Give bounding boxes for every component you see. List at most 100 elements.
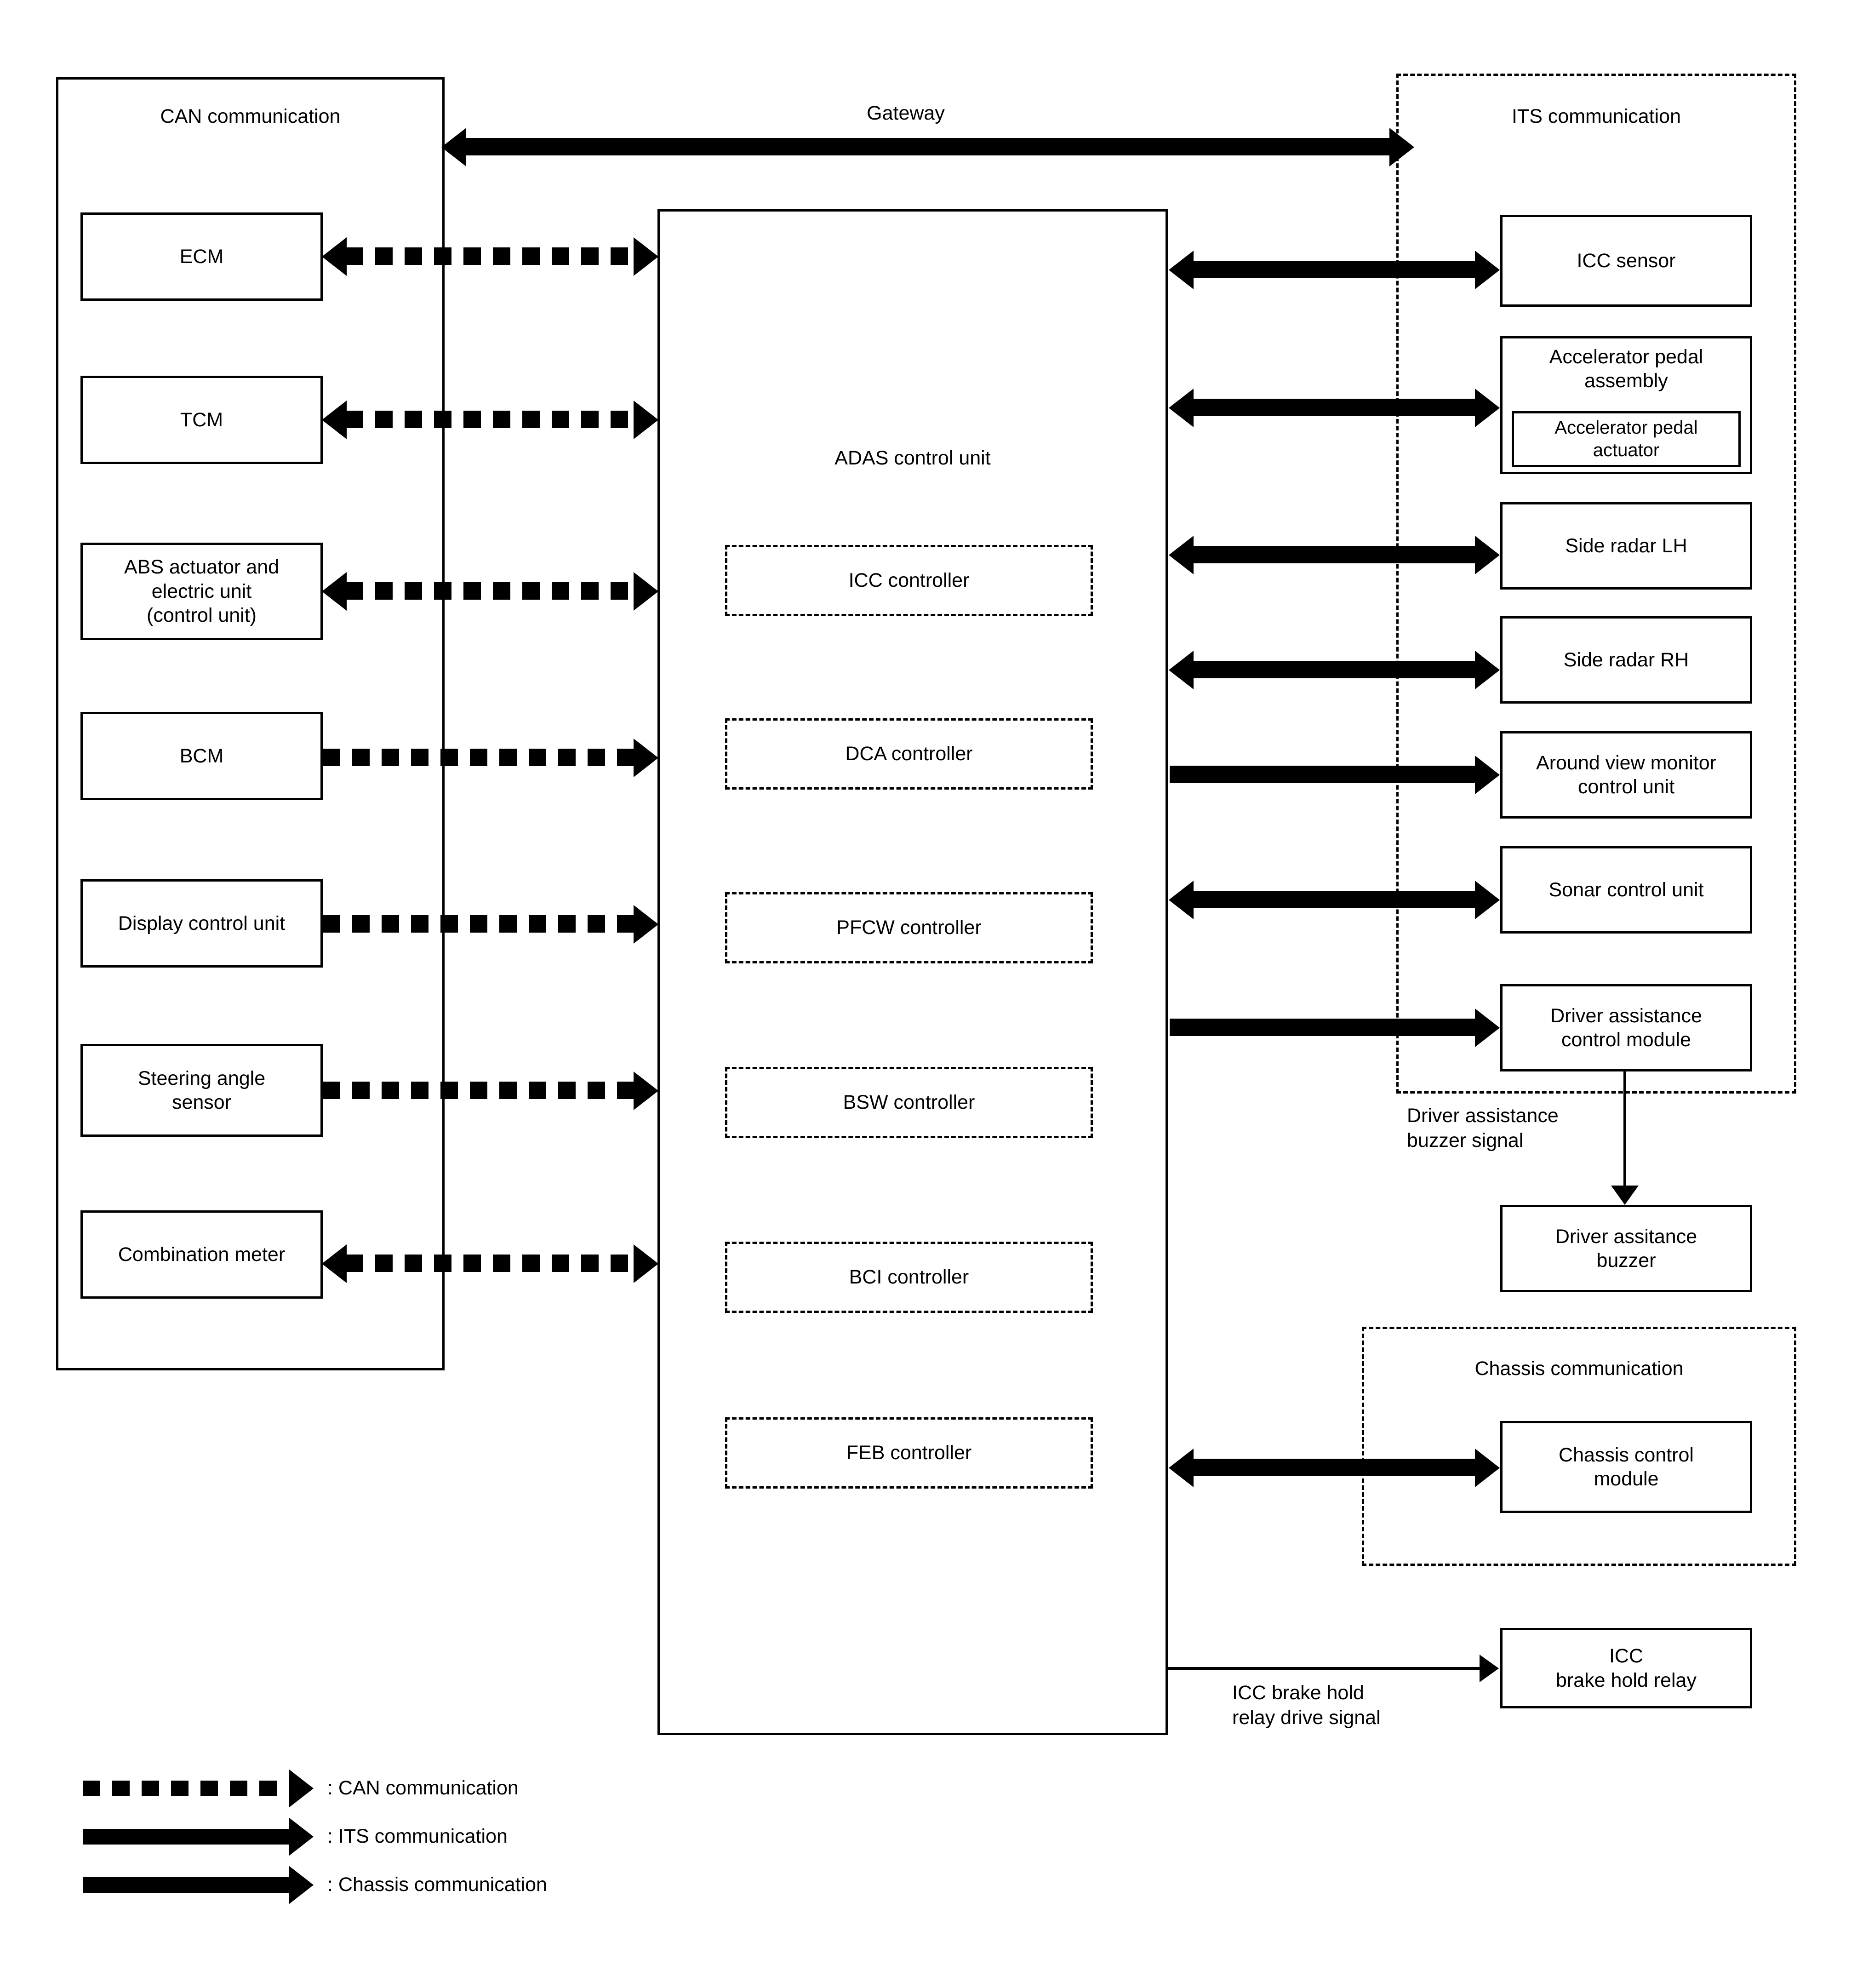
legend-can-arrow-head [289,1769,314,1808]
its-arrow-sonar-head-left [1169,881,1194,919]
node-accelerator-pedal-actuator-label: Accelerator pedal actuator [1554,418,1698,460]
its-arrow-icc-sensor-shaft [1193,261,1476,278]
node-steering-angle-sensor: Steering angle sensor [80,1044,323,1137]
icc-relay-signal-line [1168,1667,1480,1670]
its-communication-panel-label: ITS communication [1511,105,1681,127]
node-around-view-monitor: Around view monitor control unit [1500,731,1752,819]
node-chassis-control-module: Chassis control module [1500,1421,1752,1513]
pfcw-controller-label: PFCW controller [836,917,982,939]
can-arrow-bcm-shaft [323,749,640,766]
legend-chassis-label: : Chassis communication [327,1873,547,1896]
buzzer-signal-label: Driver assistance buzzer signal [1407,1105,1559,1152]
can-arrow-meter-head-right [634,1244,658,1283]
node-driver-assistance-buzzer: Driver assitance buzzer [1500,1205,1752,1292]
can-arrow-bcm-head-right [634,739,658,777]
gateway-arrow-head-right [1389,128,1414,166]
legend-its-arrow-head [289,1817,314,1856]
can-arrow-display-shaft [323,915,640,933]
its-arrow-sonar-shaft [1193,891,1476,908]
its-arrow-driver-assistance-shaft [1170,1019,1476,1036]
buzzer-signal-line [1623,1071,1626,1186]
can-communication-panel [56,77,445,1370]
node-bcm-label: BCM [179,745,224,767]
can-arrow-ecm-head-right [634,237,658,276]
chassis-arrow-shaft [1193,1459,1476,1476]
node-tcm: TCM [80,376,323,464]
gateway-label: Gateway [867,102,945,124]
its-arrow-side-radar-rh-head-left [1169,651,1194,689]
node-abs-actuator: ABS actuator and electric unit (control … [80,543,323,640]
buzzer-signal-arrow-head [1611,1186,1639,1205]
its-arrow-around-view-head-right [1475,756,1500,794]
its-arrow-sonar-head-right [1475,881,1500,919]
can-arrow-tcm-shaft [346,411,640,428]
node-side-radar-lh-label: Side radar LH [1565,534,1687,557]
legend-can-label: : CAN communication [327,1777,519,1799]
can-arrow-abs-shaft [346,582,640,600]
can-arrow-meter-head-left [322,1244,347,1283]
dca-controller-label: DCA controller [845,743,973,765]
feb-controller-label: FEB controller [846,1442,972,1464]
its-arrow-accel-pedal-head-right [1475,389,1500,427]
its-arrow-side-radar-lh-head-right [1475,536,1500,574]
can-arrow-tcm-head-left [322,401,347,439]
adas-control-unit-label: ADAS control unit [834,447,991,469]
legend-chassis-arrow-head [289,1866,314,1904]
node-steering-angle-sensor-label: Steering angle sensor [137,1067,266,1113]
node-driver-assistance-buzzer-label: Driver assitance buzzer [1555,1225,1697,1272]
node-sonar-control-unit: Sonar control unit [1500,846,1752,934]
adas-control-unit-box [657,209,1168,1735]
chassis-arrow-head-left [1169,1449,1194,1487]
can-arrow-steering-shaft [323,1082,640,1099]
node-side-radar-lh: Side radar LH [1500,502,1752,590]
node-side-radar-rh-label: Side radar RH [1563,648,1689,671]
node-display-control-unit-label: Display control unit [118,912,286,934]
gateway-arrow-shaft [465,138,1390,155]
node-sonar-control-unit-label: Sonar control unit [1548,878,1704,901]
node-driver-assistance-control-module: Driver assistance control module [1500,984,1752,1071]
node-abs-actuator-label: ABS actuator and electric unit (control … [124,556,280,627]
can-arrow-display-head-right [634,905,658,944]
can-arrow-tcm-head-right [634,401,658,439]
bci-controller-label: BCI controller [849,1266,969,1289]
its-arrow-side-radar-lh-shaft [1193,546,1476,563]
node-side-radar-rh: Side radar RH [1500,616,1752,704]
node-ecm-label: ECM [179,245,224,268]
legend-chassis-arrow-icon [83,1877,297,1893]
its-arrow-accel-pedal-head-left [1169,389,1194,427]
bsw-controller-box: BSW controller [725,1067,1093,1138]
icc-relay-signal-label: ICC brake hold relay drive signal [1232,1682,1381,1729]
its-arrow-side-radar-lh-head-left [1169,536,1194,574]
node-combination-meter-label: Combination meter [118,1243,286,1266]
can-arrow-steering-head-right [634,1071,658,1110]
legend-can-arrow-icon [83,1781,297,1796]
icc-relay-signal-arrow-head [1480,1655,1499,1682]
chassis-communication-panel-label: Chassis communication [1474,1358,1684,1380]
node-accelerator-pedal-actuator: Accelerator pedal actuator [1512,411,1741,467]
node-driver-assistance-control-module-label: Driver assistance control module [1550,1004,1702,1051]
can-arrow-abs-head-right [634,572,658,611]
node-chassis-control-module-label: Chassis control module [1559,1444,1694,1490]
legend-its-label: : ITS communication [327,1825,508,1847]
node-around-view-monitor-label: Around view monitor control unit [1536,751,1716,798]
node-icc-sensor: ICC sensor [1500,215,1752,307]
can-arrow-meter-shaft [346,1255,640,1272]
node-bcm: BCM [80,712,323,800]
feb-controller-box: FEB controller [725,1417,1093,1489]
can-arrow-abs-head-left [322,572,347,611]
can-arrow-ecm-head-left [322,237,347,276]
its-arrow-side-radar-rh-head-right [1475,651,1500,689]
node-combination-meter: Combination meter [80,1210,323,1299]
its-arrow-side-radar-rh-shaft [1193,661,1476,678]
node-display-control-unit: Display control unit [80,879,323,968]
bci-controller-box: BCI controller [725,1242,1093,1313]
can-communication-panel-label: CAN communication [160,105,341,127]
chassis-arrow-head-right [1475,1449,1500,1487]
chassis-communication-panel [1362,1327,1796,1566]
its-arrow-accel-pedal-shaft [1193,399,1476,416]
icc-controller-label: ICC controller [848,569,970,592]
its-arrow-icc-sensor-head-left [1169,251,1194,289]
its-arrow-driver-assistance-head-right [1475,1008,1500,1047]
its-arrow-icc-sensor-head-right [1475,251,1500,289]
